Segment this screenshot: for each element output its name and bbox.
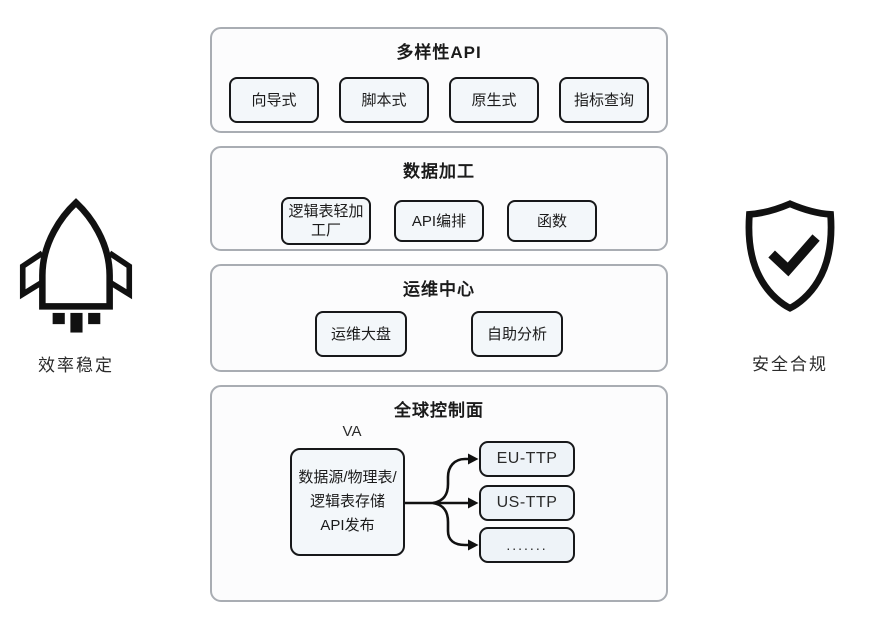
feature-compliance-label: 安全合规 xyxy=(752,355,828,374)
rocket-icon xyxy=(19,198,133,333)
shield-check-icon xyxy=(745,200,835,312)
feature-efficiency: 效率稳定 xyxy=(14,196,138,376)
chip-function: 函数 xyxy=(507,200,597,242)
data-processing-row: 逻辑表轻加工厂 API编排 函数 xyxy=(212,197,666,245)
target-us-ttp: US-TTP xyxy=(479,485,575,521)
source-line-3: API发布 xyxy=(320,517,375,534)
section-ops-center: 运维中心 运维大盘 自助分析 xyxy=(210,264,668,372)
va-label: VA xyxy=(342,423,362,440)
section-data-processing: 数据加工 逻辑表轻加工厂 API编排 函数 xyxy=(210,146,668,251)
section-global-control-plane: 全球控制面 VA 数据源/物理表/ 逻辑表存储 API发布 EU-TTP US-… xyxy=(210,385,668,602)
section-title-ops-center: 运维中心 xyxy=(403,280,475,299)
chip-native-mode: 原生式 xyxy=(449,77,539,123)
chip-logic-table-factory: 逻辑表轻加工厂 xyxy=(281,197,371,245)
feature-efficiency-label: 效率稳定 xyxy=(38,356,114,375)
arrowhead-bottom xyxy=(468,539,479,551)
sections-stack: 多样性API 向导式 脚本式 原生式 指标查询 数据加工 逻辑表轻加工厂 API… xyxy=(210,27,668,602)
target-eu-ttp: EU-TTP xyxy=(479,441,575,477)
chip-ops-dashboard: 运维大盘 xyxy=(315,311,407,357)
section-title-data-processing: 数据加工 xyxy=(403,162,475,181)
diverse-api-row: 向导式 脚本式 原生式 指标查询 xyxy=(212,77,666,123)
chip-script-mode: 脚本式 xyxy=(339,77,429,123)
section-title-global-control-plane: 全球控制面 xyxy=(394,401,484,420)
chip-api-orchestration: API编排 xyxy=(394,200,484,242)
ops-center-row: 运维大盘 自助分析 xyxy=(212,311,666,357)
target-more: ....... xyxy=(479,527,575,563)
section-title-diverse-api: 多样性API xyxy=(396,43,482,62)
source-line-2: 逻辑表存储 xyxy=(309,493,385,510)
feature-compliance: 安全合规 xyxy=(734,198,846,375)
chip-wizard-mode: 向导式 xyxy=(229,77,319,123)
arrowhead-middle xyxy=(468,497,479,509)
source-line-1: 数据源/物理表/ xyxy=(298,469,397,486)
chip-metric-query: 指标查询 xyxy=(559,77,649,123)
chip-self-analysis: 自助分析 xyxy=(471,311,563,357)
section-diverse-api: 多样性API 向导式 脚本式 原生式 指标查询 xyxy=(210,27,668,133)
source-publish-box: 数据源/物理表/ 逻辑表存储 API发布 xyxy=(290,448,405,556)
arrowhead-top xyxy=(468,453,479,465)
